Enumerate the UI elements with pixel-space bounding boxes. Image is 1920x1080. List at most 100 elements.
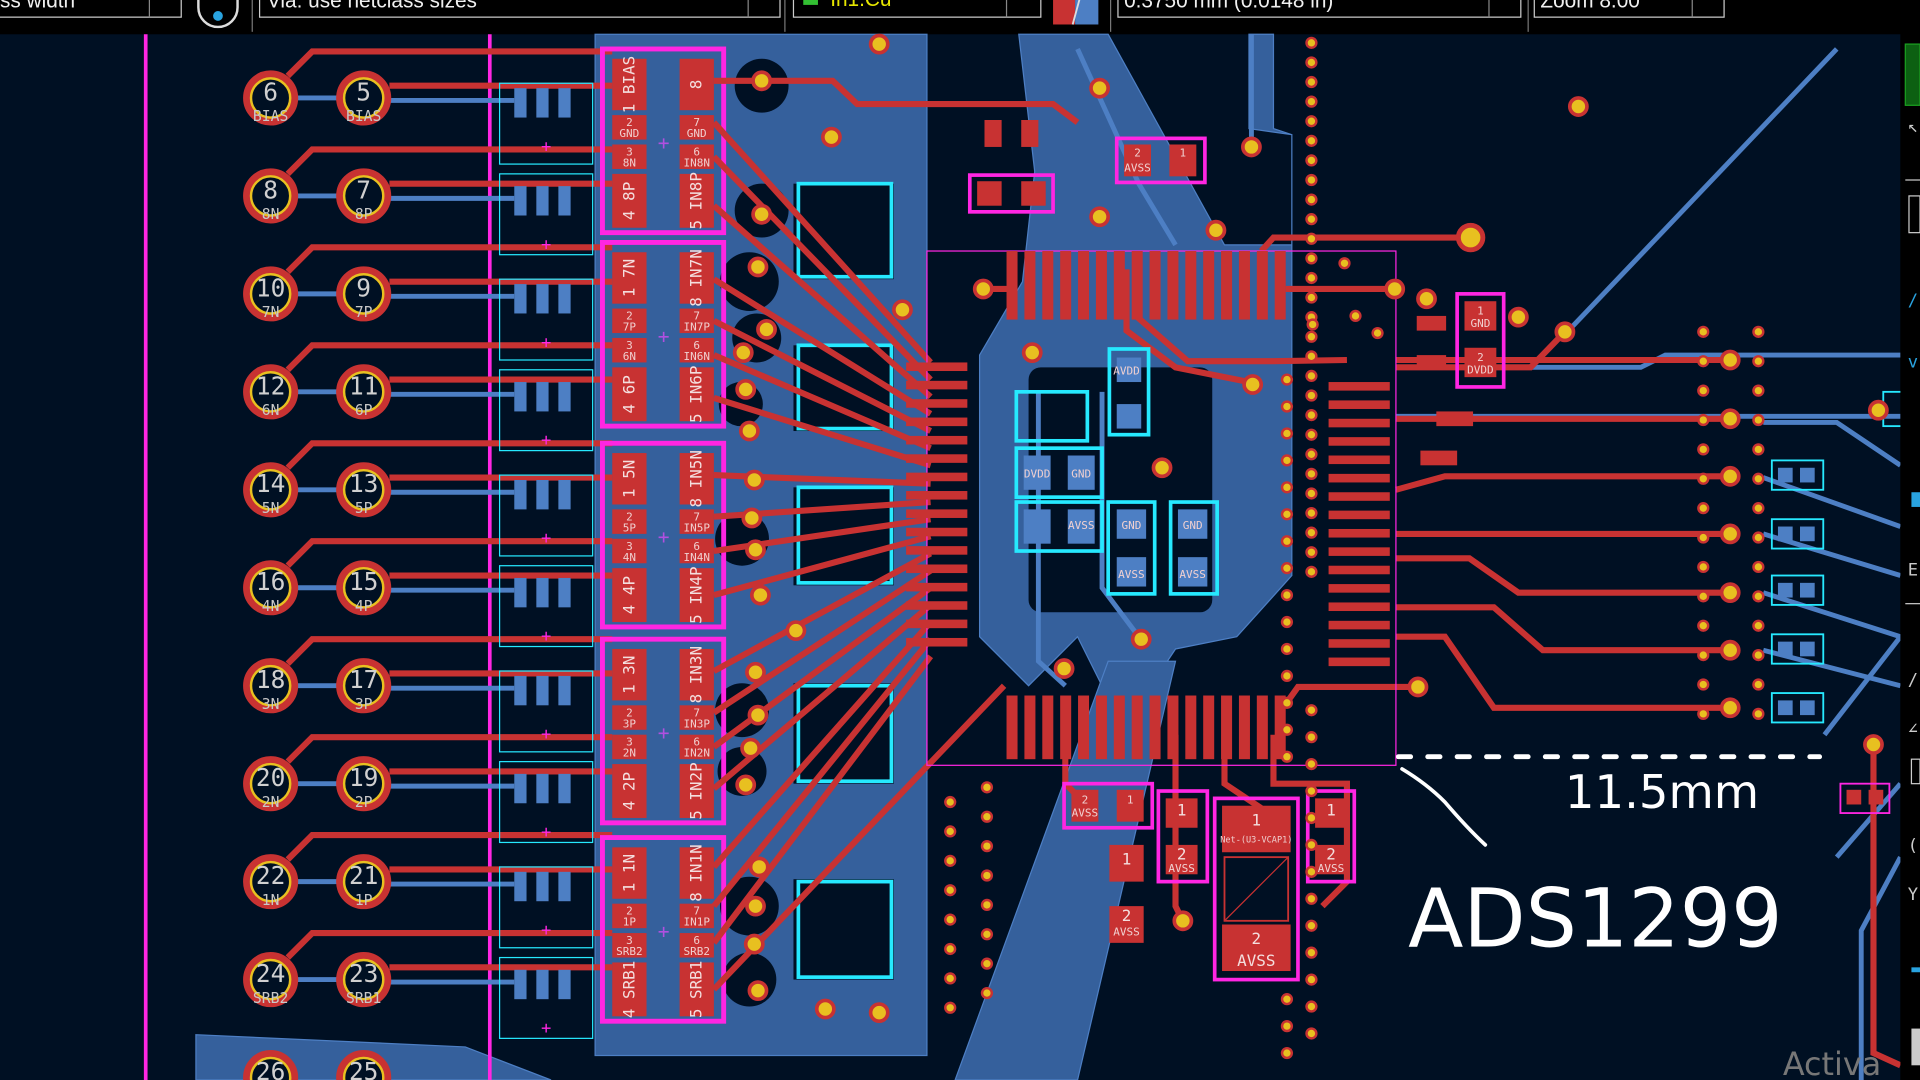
via <box>980 957 994 970</box>
select-tool-icon[interactable]: ↖ <box>1908 117 1918 137</box>
pad-net: AVSS <box>1072 807 1099 820</box>
via <box>1697 648 1710 662</box>
origin-marker: + <box>541 627 551 647</box>
chip-pin <box>906 619 968 629</box>
route-track-icon[interactable]: / <box>1908 291 1918 311</box>
chip-pin <box>1060 251 1072 320</box>
hand-annotation: 11.5mm ADS1299 <box>1395 754 1823 967</box>
pad-label: 1 3N <box>619 656 638 694</box>
connector-pin[interactable]: 88N <box>243 168 299 224</box>
chip-pin <box>906 582 968 592</box>
pad-ring <box>243 658 299 714</box>
pad-number: 1 <box>1122 849 1132 868</box>
via <box>944 884 957 897</box>
rectangle-icon[interactable] <box>1910 758 1920 785</box>
circle-icon[interactable]: ( <box>1908 836 1918 856</box>
pad-label: 5 IN6P <box>687 366 706 423</box>
pad-number: 7 <box>693 116 700 129</box>
route-diff-pair-icon[interactable]: v <box>1908 352 1918 372</box>
drill-ring <box>249 1056 292 1080</box>
pad-net: AVSS <box>1168 862 1195 875</box>
via-icon[interactable] <box>1911 492 1920 507</box>
via <box>1305 757 1318 771</box>
pad-number: 1 <box>1180 147 1187 160</box>
chip-pin <box>1256 251 1268 320</box>
via <box>740 737 762 759</box>
pad-label: 5 IN8P <box>687 172 706 229</box>
pin-label: 6P <box>355 402 373 419</box>
via <box>1305 213 1318 226</box>
zone-icon[interactable]: E <box>1908 561 1918 581</box>
track-width-dropdown[interactable]: ss width <box>0 0 182 18</box>
via <box>750 584 771 606</box>
pad-net: 4N <box>623 551 636 564</box>
pad-net: IN7P <box>683 321 710 334</box>
pad-label: 4 4P <box>619 576 638 614</box>
arc-icon[interactable]: ∠ <box>1908 720 1918 740</box>
pad-net: 7P <box>623 321 637 334</box>
pad-number: 1 <box>1252 810 1262 829</box>
connector-pin[interactable]: 25 <box>336 1050 392 1080</box>
via <box>743 933 765 955</box>
connector-pin[interactable]: 97P <box>336 266 392 322</box>
esd-pad <box>514 284 527 314</box>
line-icon[interactable]: / <box>1908 671 1918 691</box>
pad <box>612 115 647 140</box>
connector-pin[interactable]: 78P <box>336 168 392 224</box>
via <box>1280 508 1294 521</box>
pad-ring <box>336 266 392 322</box>
drill-ring <box>342 175 385 217</box>
layer-dropdown[interactable]: In1.Cu <box>792 0 1042 18</box>
chip-pin <box>1167 251 1179 320</box>
highlight-net-icon[interactable] <box>1908 195 1920 234</box>
via <box>1306 318 1319 331</box>
esd-pad <box>558 577 571 608</box>
layer-indicator-icon[interactable] <box>1904 43 1920 106</box>
layer-pair-swatch-icon[interactable] <box>1053 0 1099 25</box>
zoom-dropdown[interactable]: Zoom 8.00 <box>1533 0 1725 18</box>
connector-pin[interactable]: 26 <box>243 1050 299 1080</box>
via <box>1305 115 1318 128</box>
via <box>944 942 957 956</box>
pad-ring <box>243 168 299 224</box>
text-icon[interactable] <box>1911 967 1920 973</box>
via <box>868 1002 890 1024</box>
chip-pin <box>1328 620 1390 630</box>
pcb-canvas[interactable]: 6BIAS5BIAS88N78P107N97P126N116P145N135P1… <box>0 33 1909 1080</box>
pad <box>679 764 714 818</box>
via-size-dropdown[interactable]: Via: use netclass sizes <box>258 0 781 18</box>
pad <box>612 538 647 564</box>
trace <box>297 585 515 593</box>
polygon-icon[interactable]: Y <box>1908 885 1918 905</box>
via <box>1305 232 1318 245</box>
via <box>1280 723 1294 736</box>
dimension-icon[interactable] <box>1911 1028 1920 1066</box>
pin-label: 8N <box>262 206 280 223</box>
via <box>1305 892 1318 905</box>
grid-dropdown[interactable]: 0.3750 mm (0.0148 in) <box>1117 0 1522 18</box>
via <box>1089 77 1110 99</box>
chip-pin <box>1042 251 1054 320</box>
chip-pin <box>1078 251 1090 320</box>
via-tool-icon[interactable] <box>197 0 239 29</box>
pad-number: 1 <box>1326 801 1336 820</box>
